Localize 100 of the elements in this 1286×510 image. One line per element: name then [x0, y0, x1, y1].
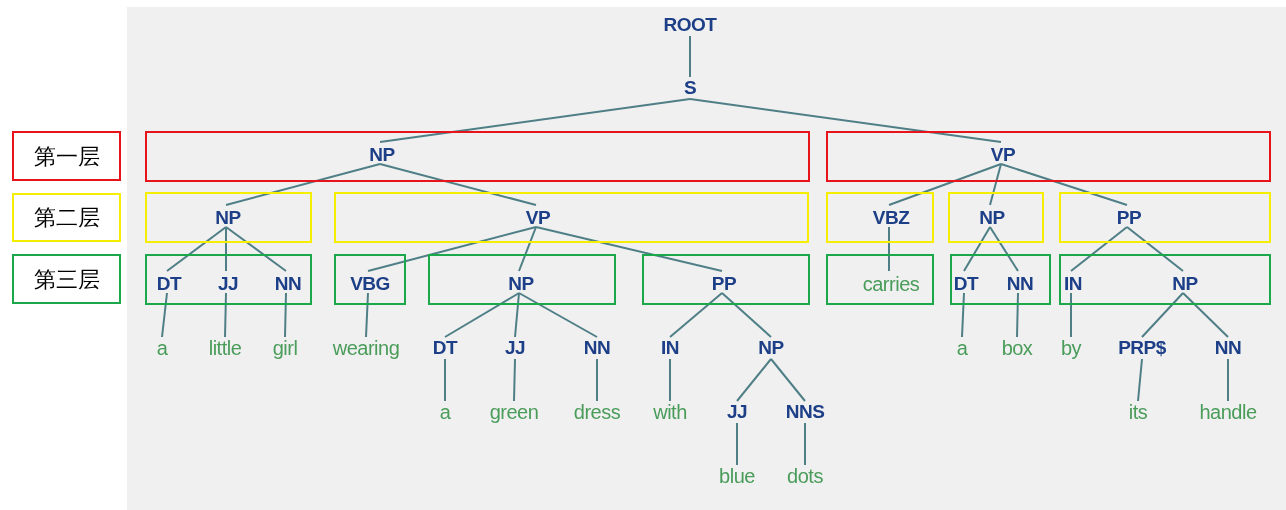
constituent-label: DT — [953, 273, 979, 295]
tree-branch — [225, 226, 287, 272]
constituent-label: JJ — [504, 337, 526, 359]
constituent-label: NN — [583, 337, 611, 359]
tree-branch — [225, 226, 227, 272]
tree-branch — [689, 35, 691, 78]
tree-branch — [224, 292, 227, 338]
word-label: handle — [1199, 401, 1257, 423]
word-label: box — [1001, 337, 1033, 359]
word-label: a — [439, 401, 451, 423]
tree-branch — [596, 358, 598, 402]
tree-branch — [736, 422, 738, 466]
constituent-label: PP — [1116, 207, 1142, 229]
tree-branch — [989, 163, 1002, 206]
word-label: a — [156, 337, 168, 359]
constituent-label: NN — [1214, 337, 1242, 359]
constituent-label: ROOT — [663, 14, 717, 36]
tree-branch — [1070, 226, 1128, 272]
layer-frame — [428, 254, 616, 305]
tree-branch — [1182, 292, 1229, 338]
layer-frame — [826, 254, 934, 305]
tree-branch — [1141, 292, 1184, 338]
tree-branch — [161, 292, 168, 338]
tree-branch — [721, 292, 772, 338]
layer-frame — [642, 254, 810, 305]
word-label: wearing — [332, 337, 400, 359]
layer-label: 第二层 — [12, 193, 121, 242]
constituent-label: PRP$ — [1118, 337, 1166, 359]
tree-branch — [444, 358, 446, 402]
tree-branch — [888, 163, 1002, 206]
tree-branch — [379, 163, 537, 206]
layer-frame — [1059, 254, 1271, 305]
layer-frame — [334, 254, 406, 305]
constituent-label: VP — [990, 144, 1016, 166]
word-label: a — [956, 337, 968, 359]
constituent-label: NN — [1006, 273, 1034, 295]
layer-frame — [145, 254, 312, 305]
tree-branch — [1070, 292, 1072, 338]
layer-frame — [1059, 192, 1271, 243]
word-label: its — [1128, 401, 1148, 423]
tree-branch — [963, 226, 991, 272]
constituent-label: NN — [274, 273, 302, 295]
word-label: blue — [719, 465, 755, 487]
constituent-label: NP — [508, 273, 534, 295]
constituent-label: JJ — [726, 401, 748, 423]
tree-branch — [535, 226, 723, 272]
layer-frame — [948, 192, 1044, 243]
tree-branch — [689, 98, 1002, 143]
tree-branch — [513, 358, 516, 402]
tree-branch — [804, 422, 806, 466]
tree-branch — [284, 292, 287, 338]
word-label: green — [489, 401, 539, 423]
tree-branch — [514, 292, 520, 338]
constituent-label: NP — [369, 144, 395, 166]
word-label: dress — [573, 401, 621, 423]
word-label: little — [208, 337, 242, 359]
constituent-label: NP — [1172, 273, 1198, 295]
layer-frame — [145, 131, 810, 182]
layer-frame — [334, 192, 809, 243]
tree-branch — [888, 226, 890, 272]
constituent-label: NP — [215, 207, 241, 229]
word-label: by — [1060, 337, 1082, 359]
layer-label: 第三层 — [12, 254, 121, 304]
constituent-label: NP — [979, 207, 1005, 229]
word-label: with — [653, 401, 687, 423]
tree-branch — [225, 163, 381, 206]
constituent-label: NP — [758, 337, 784, 359]
layer-frame — [145, 192, 312, 243]
constituent-label: S — [683, 77, 697, 99]
layer-frame — [826, 131, 1271, 182]
tree-branch — [989, 226, 1019, 272]
tree-branch — [1227, 358, 1229, 402]
tree-branch — [367, 226, 537, 272]
constituent-label: IN — [661, 337, 679, 359]
tree-branch — [1137, 358, 1143, 402]
tree-branch — [365, 292, 369, 338]
constituent-label: PP — [711, 273, 737, 295]
layer-frame — [826, 192, 934, 243]
constituent-label: IN — [1064, 273, 1082, 295]
constituent-label: NNS — [785, 401, 825, 423]
tree-branch — [1126, 226, 1184, 272]
tree-branch — [770, 358, 806, 402]
constituent-label: DT — [432, 337, 458, 359]
tree-branch — [379, 98, 691, 143]
tree-branch — [518, 292, 598, 338]
constituent-label: VBG — [350, 273, 390, 295]
constituent-label: VP — [525, 207, 551, 229]
tree-branch — [518, 226, 537, 272]
tree-branch — [669, 292, 723, 338]
constituent-label: VBZ — [872, 207, 910, 229]
tree-branch — [166, 226, 227, 272]
constituent-label: DT — [156, 273, 182, 295]
word-label: carries — [862, 273, 920, 295]
tree-branch — [736, 358, 772, 402]
word-label: dots — [787, 465, 823, 487]
constituent-label: JJ — [217, 273, 239, 295]
layer-label: 第一层 — [12, 131, 121, 181]
tree-branch — [961, 292, 965, 338]
word-label: girl — [272, 337, 298, 359]
tree-branch — [669, 358, 671, 402]
